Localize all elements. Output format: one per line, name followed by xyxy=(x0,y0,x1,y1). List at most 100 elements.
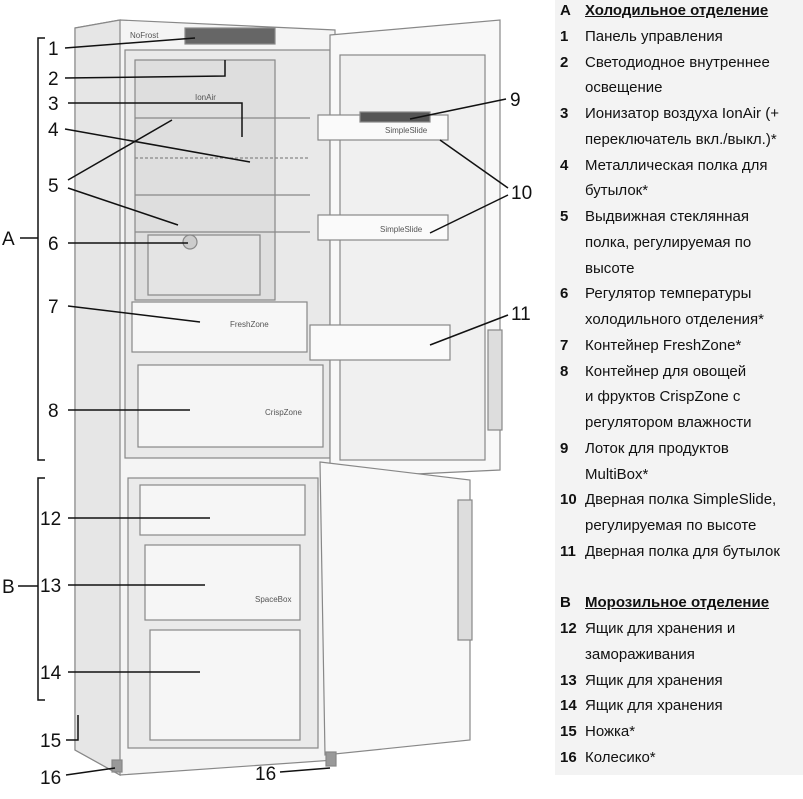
legend-num: 8 xyxy=(560,362,569,380)
simpleslide-label-2: SimpleSlide xyxy=(380,225,423,234)
legend-text: Ионизатор воздуха IonAir (+ xyxy=(585,105,779,122)
callout-5: 5 xyxy=(48,176,59,197)
upper-door-handle xyxy=(487,329,503,431)
legend-text: Ящик для хранения xyxy=(585,671,723,689)
legend-text: Светодиодное внутреннее xyxy=(585,53,770,71)
callout-1: 1 xyxy=(48,39,59,60)
legend-row: 16 Колесико* xyxy=(560,749,656,767)
control-panel xyxy=(184,27,276,45)
callout-12: 12 xyxy=(40,509,61,530)
freezer-drawer-2 xyxy=(144,544,301,621)
temperature-knob xyxy=(182,234,198,250)
legend-text: переключатель вкл./выкл.)* xyxy=(585,130,777,148)
group-label-b: B xyxy=(2,577,15,598)
callout-10: 10 xyxy=(511,183,532,204)
legend-row: замораживания xyxy=(560,646,695,664)
callout-numbers: 1 2 3 4 5 6 7 8 9 10 11 12 13 14 15 16 1… xyxy=(40,39,532,789)
legend-row: бутылок* xyxy=(560,182,648,200)
freshzone-drawer xyxy=(131,301,308,353)
legend-text: Выдвижная стеклянная xyxy=(585,208,750,225)
legend-row: 15 Ножка* xyxy=(560,723,635,741)
legend-num: 7 xyxy=(560,336,569,354)
callout-13: 13 xyxy=(40,576,61,597)
legend-text: регулируемая по высоте xyxy=(585,517,757,534)
freshzone-label: FreshZone xyxy=(230,320,269,329)
callout-3: 3 xyxy=(48,94,59,115)
fridge-cabinet xyxy=(74,19,336,777)
freezer-drawer-1 xyxy=(139,484,306,536)
legend-text: Дверная полка для бутылок xyxy=(585,542,780,560)
legend-text: Ящик для хранения и xyxy=(585,620,736,637)
ionair-label: IonAir xyxy=(195,93,216,102)
legend-text: Колесико* xyxy=(585,748,656,766)
legend-text: MultiBox* xyxy=(585,465,649,483)
legend-row: 8 Контейнер для овощей xyxy=(560,363,746,381)
legend-num: 15 xyxy=(560,723,577,740)
legend-text: регулятором влажности xyxy=(585,414,752,431)
legend-num: 9 xyxy=(560,439,569,457)
legend-num: 16 xyxy=(560,748,577,766)
legend-row: 11 Дверная полка для бутылок xyxy=(560,543,780,561)
fridge-diagram: NoFrost IonAir FreshZone CrispZone Simpl… xyxy=(2,19,532,789)
legend-row: 10 Дверная полка SimpleSlide, xyxy=(560,491,776,509)
legend-text: Металлическая полка для xyxy=(585,156,768,174)
legend-row: 13 Ящик для хранения xyxy=(560,672,723,690)
callout-15: 15 xyxy=(40,731,61,752)
freezer-drawer-3 xyxy=(149,629,301,741)
legend-row: высоте xyxy=(560,260,634,278)
legend-row: регулятором влажности xyxy=(560,414,752,432)
legend-num: 13 xyxy=(560,671,577,689)
legend-text: Регулятор температуры xyxy=(585,285,752,303)
legend-text: Дверная полка SimpleSlide, xyxy=(585,491,777,509)
legend-row: и фруктов CrispZone с xyxy=(560,388,740,406)
lower-door-handle xyxy=(457,499,473,641)
spacebox-label: SpaceBox xyxy=(255,595,291,604)
legend-row: 2 Светодиодное внутреннее xyxy=(560,54,770,72)
callout-2: 2 xyxy=(48,69,59,90)
group-label-a: A xyxy=(2,229,15,250)
legend-text: холодильного отделения* xyxy=(585,311,764,328)
legend-row: освещение xyxy=(560,79,663,97)
callout-16-wheel: 16 xyxy=(255,764,276,785)
callout-7: 7 xyxy=(48,297,59,318)
callout-8: 8 xyxy=(48,401,59,422)
group-brackets xyxy=(18,37,45,701)
crispzone-label: CrispZone xyxy=(265,408,302,417)
legend-row: 3 Ионизатор воздуха IonAir (+ xyxy=(560,105,779,123)
legend-text: и фруктов CrispZone с xyxy=(585,388,741,406)
legend-row: полка, регулируемая по xyxy=(560,234,751,252)
legend-text: Лоток для продуктов xyxy=(585,439,729,457)
legend-text: замораживания xyxy=(585,645,695,663)
legend-num: 2 xyxy=(560,53,569,71)
legend-text: освещение xyxy=(585,79,663,97)
legend-text: Ножка* xyxy=(585,723,636,740)
leader-lines xyxy=(64,37,509,776)
bottle-door-shelf xyxy=(309,324,451,361)
fridge-doors xyxy=(111,19,503,773)
legend-num: 10 xyxy=(560,491,577,509)
callout-16: 16 xyxy=(40,768,61,789)
legend-num: 5 xyxy=(560,208,569,225)
callout-11: 11 xyxy=(511,304,531,325)
callout-14: 14 xyxy=(40,663,62,684)
callout-6: 6 xyxy=(48,234,59,255)
legend-num: 14 xyxy=(560,697,577,715)
door-shelf-2 xyxy=(317,214,449,241)
legend-text: Контейнер для овощей xyxy=(585,362,747,380)
legend-num: 3 xyxy=(560,105,569,122)
legend-num: 1 xyxy=(560,27,569,45)
crispzone-drawer xyxy=(137,364,324,448)
legend-num: 11 xyxy=(560,542,576,560)
legend-text: полка, регулируемая по xyxy=(585,233,752,251)
wheel xyxy=(325,751,337,767)
legend-row: регулируемая по высоте xyxy=(560,517,756,535)
